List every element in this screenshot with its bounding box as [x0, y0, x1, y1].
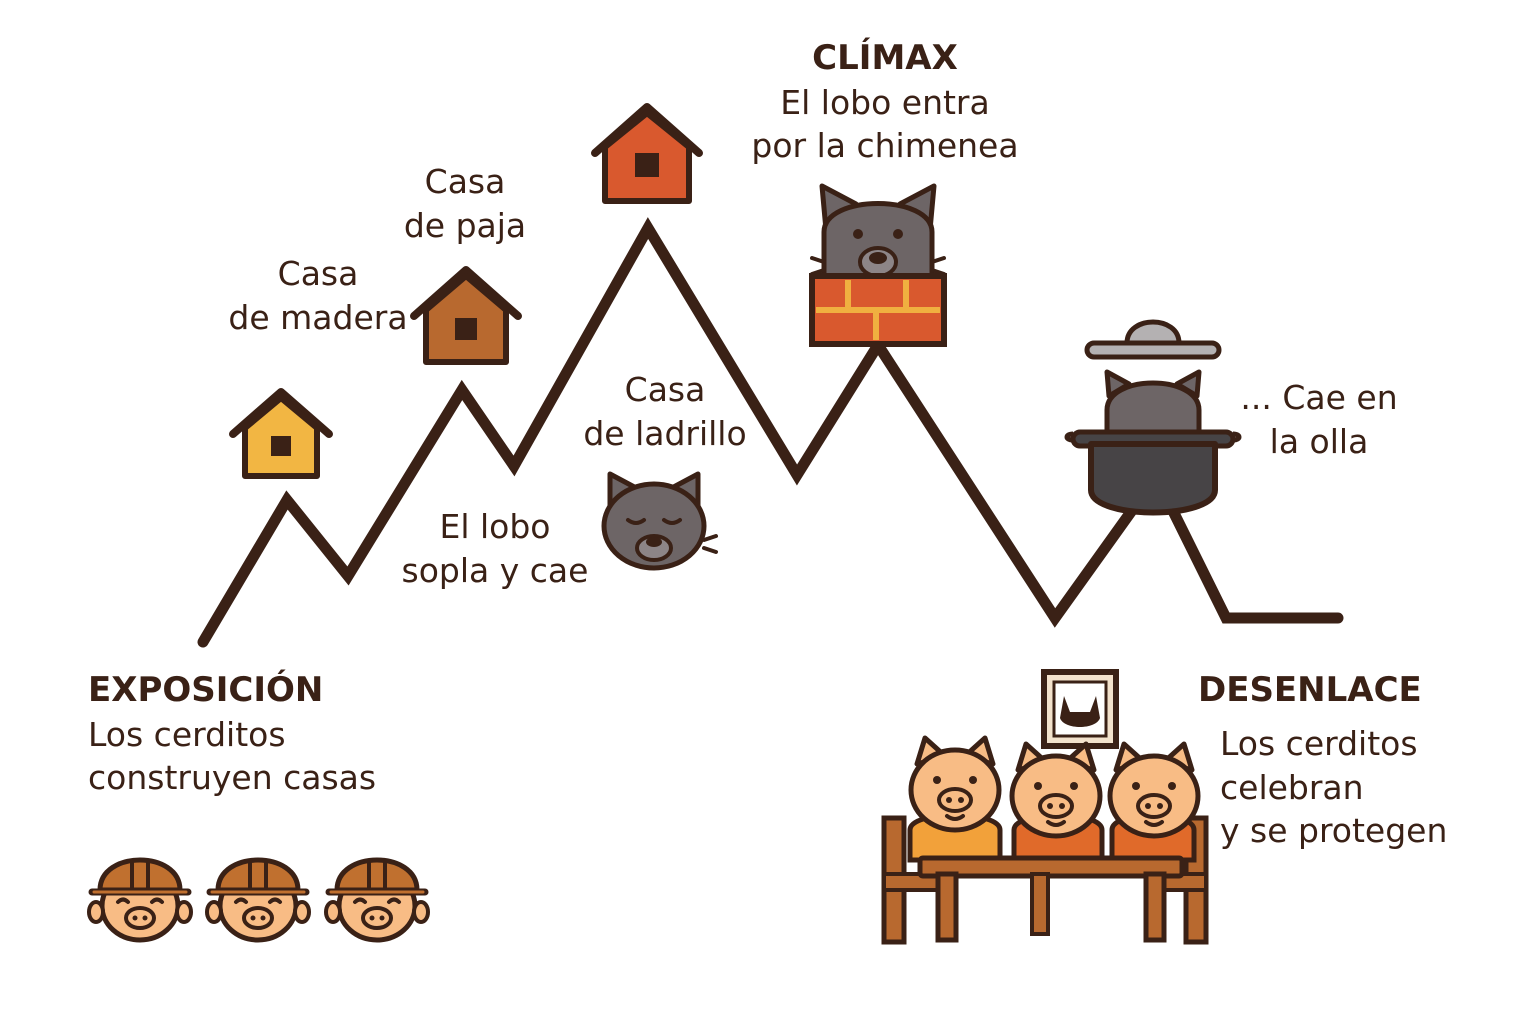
- ending-line1: Los cerditos: [1220, 724, 1418, 763]
- exposition-line2: construyen casas: [88, 758, 377, 798]
- brick-chimney-icon: [809, 273, 947, 347]
- wolf-icon: [601, 471, 718, 571]
- ending-title: DESENLACE: [1198, 670, 1422, 710]
- pig-icon: [1110, 744, 1198, 836]
- wolf-blows-label: El lobo sopla y cae: [390, 505, 600, 592]
- brick-house-line2: de ladrillo: [583, 413, 747, 453]
- exposition-title: EXPOSICIÓN: [88, 670, 324, 710]
- house-icon: [229, 388, 333, 479]
- ending-title-label: DESENLACE: [1198, 668, 1422, 713]
- pig-icon: [1012, 744, 1100, 836]
- table-icon: [917, 855, 1185, 943]
- straw-house-line2: de paja: [403, 205, 527, 245]
- wolf-blows-line2: sopla y cae: [401, 550, 589, 590]
- falls-pot-line1: ... Cae en: [1240, 378, 1398, 417]
- straw-house-line1: Casa: [424, 162, 506, 201]
- wood-house-label: Casa de madera: [218, 252, 418, 339]
- brick-house-label: Casa de ladrillo: [570, 368, 760, 455]
- climax-line1: El lobo entra: [780, 82, 990, 122]
- ending-line2: celebran: [1220, 767, 1364, 807]
- pot-icon: [1064, 319, 1242, 516]
- straw-house-label: Casa de paja: [380, 160, 550, 247]
- wood-house-line1: Casa: [277, 254, 359, 293]
- climax-label: CLÍMAX El lobo entra por la chimenea: [740, 36, 1030, 168]
- climax-title: CLÍMAX: [812, 38, 958, 78]
- falls-pot-line2: la olla: [1269, 421, 1369, 461]
- pig-icon: [326, 860, 428, 940]
- exposition-label: EXPOSICIÓN Los cerditos construyen casas: [88, 668, 376, 800]
- ending-line3: y se protegen: [1220, 811, 1448, 851]
- wolf-icon: [810, 183, 946, 281]
- wood-house-line2: de madera: [228, 297, 408, 337]
- climax-line2: por la chimenea: [751, 126, 1019, 166]
- pig-icon: [89, 860, 191, 940]
- pig-icon: [207, 860, 309, 940]
- house-icon: [410, 266, 522, 365]
- frame-icon: [1041, 669, 1119, 749]
- wolf-icon: [1104, 369, 1202, 443]
- pig-icon: [911, 738, 999, 830]
- exposition-line1: Los cerditos: [88, 714, 286, 754]
- ending-label: Los cerditos celebran y se protegen: [1220, 722, 1447, 853]
- falls-pot-label: ... Cae en la olla: [1234, 376, 1404, 463]
- house-icon: [591, 103, 703, 204]
- brick-house-line1: Casa: [624, 370, 706, 409]
- wolf-blows-line1: El lobo: [439, 507, 551, 546]
